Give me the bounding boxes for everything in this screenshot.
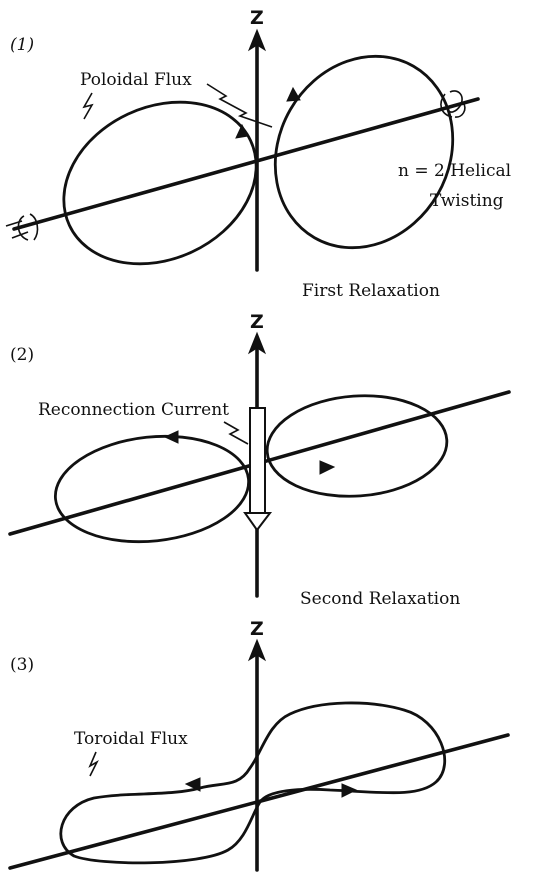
first-relaxation-label: First Relaxation — [302, 281, 440, 301]
panel-3-z-label: Z — [250, 618, 264, 640]
panel-1-left-loop-arrow — [235, 123, 249, 139]
panel-1-right-loop-arrow — [286, 86, 301, 102]
panel-1: (1) Z Poloidal Flux n = 2 H — [5, 7, 511, 272]
panel-1-z-label: Z — [250, 7, 264, 29]
panel-1-right-loop — [273, 54, 455, 250]
second-relaxation-label: Second Relaxation — [300, 589, 460, 609]
panel-2-z-label: Z — [250, 311, 264, 333]
panel-3: (3) Z Toroidal Flux — [8, 618, 510, 872]
panel-3-helical-axis — [8, 733, 510, 870]
panel-1-left-loop — [62, 100, 258, 266]
panel-2: (2) Z Reconnection Current — [8, 311, 511, 598]
panel-3-flux-label: Toroidal Flux — [74, 729, 188, 749]
panel-1-left-twist-icon — [5, 213, 39, 241]
panel-1-z-arrowhead — [247, 28, 267, 52]
panel-3-z-arrowhead — [247, 638, 267, 662]
panel-2-z-arrowhead — [247, 331, 267, 355]
panel-3-index-label: (3) — [10, 655, 34, 675]
panel-1-flux-label: Poloidal Flux — [80, 70, 192, 90]
panel-1-flux-leader-left — [82, 92, 94, 120]
panel-2-current-label: Reconnection Current — [38, 400, 229, 420]
panel-2-reconnection-current-arrow — [243, 407, 273, 532]
panel-1-index-label: (1) — [10, 35, 34, 55]
panel-2-index-label: (2) — [10, 345, 34, 365]
panel-1-right-twist-icon — [440, 90, 466, 118]
panel-3-flux-leader — [88, 751, 99, 777]
panel-1-flux-leader-right — [206, 83, 273, 128]
panel-2-left-loop — [53, 434, 251, 544]
panel-2-left-loop-arrow — [163, 430, 179, 444]
panel-1-twisting-label-line1: n = 2 Helical — [398, 161, 511, 181]
panel-1-twisting-label-line2: Twisting — [430, 191, 504, 211]
panel-2-right-loop-arrow — [319, 460, 336, 475]
panel-1-helical-axis — [12, 97, 480, 231]
panel-3-loop-arrow-left — [184, 777, 201, 792]
panel-3-loop-arrow-right — [341, 783, 358, 798]
panel-2-right-loop — [265, 394, 449, 498]
panel-2-current-leader — [223, 421, 249, 445]
